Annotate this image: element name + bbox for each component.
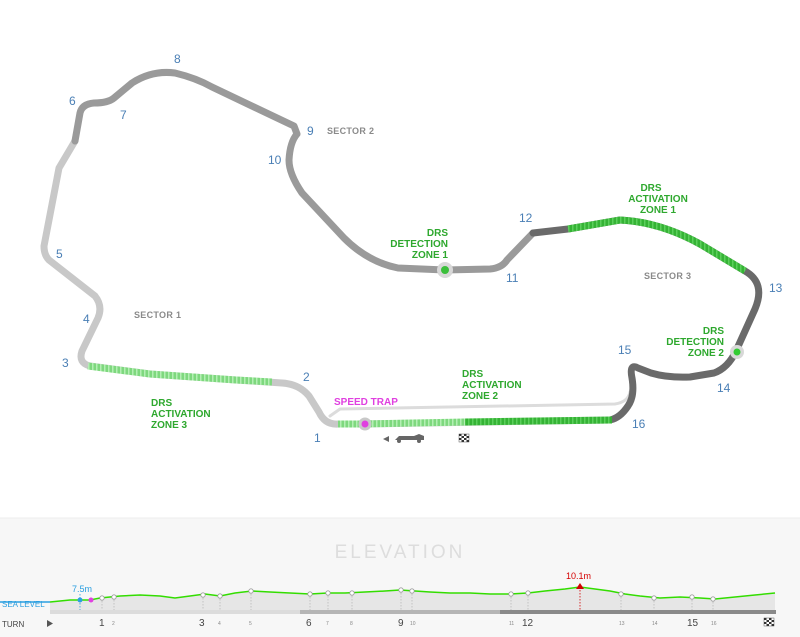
svg-text:DETECTION: DETECTION [390,239,448,250]
turn-label-7: 7 [120,108,127,122]
turn-label-13: 13 [769,281,783,295]
elevation-max-label: 10.1m [566,571,591,581]
turn-label-9: 9 [307,124,314,138]
elevation-sector-1-bar [50,610,300,614]
turn-label-12: 12 [519,211,533,225]
turn-axis-6: 6 [306,618,312,629]
svg-text:ZONE 1: ZONE 1 [640,205,677,216]
turn-axis-9: 9 [398,618,404,629]
turn-label-15: 15 [618,343,632,357]
turn-axis-label: TURN [2,620,24,629]
svg-text:ACTIVATION: ACTIVATION [151,409,211,420]
turn-label-16: 16 [632,417,646,431]
drs-detection-zone-2-label: DRS DETECTION ZONE 2 [666,326,724,359]
track-sector-2 [71,69,537,274]
turn-label-14: 14 [717,381,731,395]
turn-label-10: 10 [268,153,282,167]
drs-zone-1 [567,216,747,275]
track-sector-1 [40,137,614,428]
elevation-profile-fill [50,587,775,612]
turn-axis-2: 2 [112,621,115,627]
turn-axis-16: 16 [711,621,717,627]
drs-zone-2b [464,416,613,426]
elevation-min-marker [77,597,83,603]
svg-text:ZONE 2: ZONE 2 [462,391,499,402]
turn-axis-10: 10 [410,621,416,627]
drs-detection-zone-1-label: DRS DETECTION ZONE 1 [390,228,448,261]
turn-label-6: 6 [69,94,76,108]
svg-text:ZONE 1: ZONE 1 [412,250,449,261]
svg-text:ACTIVATION: ACTIVATION [628,194,688,205]
elevation-profile-line [49,586,776,603]
turn-axis-11: 11 [509,621,514,627]
turn-label-8: 8 [174,52,181,66]
checkered-flag-icon [458,433,470,443]
turn-label-4: 4 [83,312,90,326]
sector-1-label: SECTOR 1 [134,310,181,320]
svg-text:ZONE 2: ZONE 2 [688,348,725,359]
start-position-marker [88,597,94,603]
elevation-turn-markers [99,587,716,612]
turn-label-11: 11 [506,271,519,285]
turn-axis-1: 1 [99,618,105,629]
turn-label-1: 1 [314,431,321,445]
turn-label-2: 2 [303,370,310,384]
drs-zone-3 [87,362,273,386]
svg-text:DRS: DRS [151,398,172,409]
turn-axis-4: 4 [218,621,221,627]
turn-labels: 1 2 3 4 5 6 7 8 9 10 11 12 13 14 15 16 [56,52,783,445]
direction-arrow-icon [383,436,389,442]
turn-axis-15: 15 [687,618,699,629]
drs-activation-zone-2-label: DRS ACTIVATION ZONE 2 [462,369,522,402]
svg-text:DRS: DRS [703,326,724,337]
turn-axis-14: 14 [652,621,658,627]
race-car-icon [395,434,424,443]
turn-axis-arrow-icon [47,620,53,627]
drs-activation-zone-1-label: DRS ACTIVATION ZONE 1 [628,183,688,216]
checkered-flag-icon [763,617,775,627]
turn-axis-3: 3 [199,618,205,629]
elevation-title: ELEVATION [335,542,466,563]
turn-axis-markers: 1 2 3 4 5 6 7 8 9 10 11 12 13 14 15 16 [99,618,717,629]
elevation-sector-2-bar [300,610,500,614]
elevation-sector-3-bar [500,610,776,614]
turn-axis-12: 12 [522,618,534,629]
elevation-max-marker [576,583,584,589]
svg-text:ACTIVATION: ACTIVATION [462,380,522,391]
svg-text:DETECTION: DETECTION [666,337,724,348]
svg-text:DRS: DRS [462,369,483,380]
turn-axis-13: 13 [619,621,625,627]
turn-label-3: 3 [62,356,69,370]
sector-3-label: SECTOR 3 [644,271,691,281]
drs-activation-zone-3-label: DRS ACTIVATION ZONE 3 [151,398,211,431]
sea-level-label: SEA LEVEL [2,600,45,609]
turn-axis-5: 5 [249,621,252,627]
speed-trap-label: SPEED TRAP [334,397,398,408]
svg-text:DRS: DRS [427,228,448,239]
drs-zone-2a [338,418,466,428]
turn-axis-7: 7 [326,621,329,627]
svg-text:ZONE 3: ZONE 3 [151,420,188,431]
sector-2-label: SECTOR 2 [327,126,374,136]
svg-text:DRS: DRS [640,183,661,194]
elevation-panel: ELEVATION SEA LEVEL 7.5m 10.1m [0,517,800,637]
turn-axis-8: 8 [350,621,353,627]
turn-label-5: 5 [56,247,63,261]
elevation-min-label: 7.5m [72,584,92,594]
